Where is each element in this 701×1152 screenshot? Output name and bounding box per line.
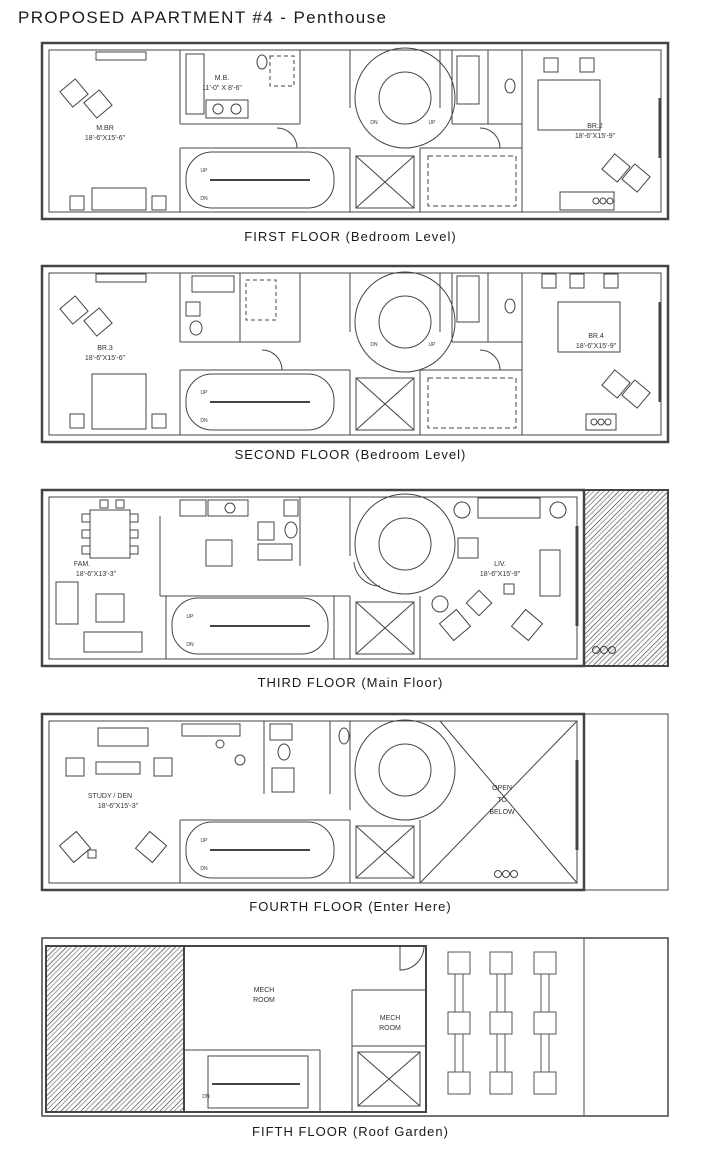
stair-label: DN	[200, 196, 208, 202]
room-name: BR.4	[588, 333, 604, 340]
stair-label: UP	[429, 120, 437, 126]
floor-caption: FOURTH FLOOR (Enter Here)	[249, 899, 452, 914]
third-floor-plan: FAM. 18'-6"X13'-3" LIV. 18'-6"X15'-9" UP…	[40, 488, 669, 668]
open-label: OPEN	[492, 785, 512, 792]
stair-label: UP	[429, 342, 437, 348]
outer-wall	[40, 264, 670, 444]
stair-label: DN	[202, 1094, 210, 1100]
fifth-floor-plan: MECH ROOM MECH ROOM DN	[41, 937, 669, 1117]
room-size: ROOM	[253, 997, 275, 1004]
open-label: TO	[497, 797, 507, 804]
stair-label: UP	[201, 390, 209, 396]
stair-label: DN	[186, 642, 194, 648]
stair-label: DN	[200, 866, 208, 872]
room-name: M.BR	[96, 125, 114, 132]
floor-caption: SECOND FLOOR (Bedroom Level)	[234, 447, 467, 462]
room-name: BR.3	[97, 345, 113, 352]
room-name: M.B.	[215, 75, 229, 82]
second-floor-plan: BR.3 18'-6"X15'-6" BR.4 18'-6"X15'-9" UP…	[40, 264, 670, 444]
stair-label: DN	[200, 418, 208, 424]
room-name: STUDY / DEN	[88, 793, 132, 800]
room-name: BR.2	[587, 123, 603, 130]
first-floor-plan: M.BR 18'-6"X15'-6" M.B. 11'-0" X 8'-6" B…	[40, 41, 670, 221]
room-size: 18'-6"X15'-6"	[85, 355, 126, 362]
room-size: 18'-6"X15'-9"	[480, 571, 521, 578]
room-size: 18'-6"X15'-6"	[85, 135, 126, 142]
outer-wall	[40, 41, 670, 221]
room-name: LIV.	[494, 561, 506, 568]
roof-terrace	[45, 945, 185, 1113]
room-size: ROOM	[379, 1025, 401, 1032]
stair-label: DN	[370, 120, 378, 126]
stair-label: UP	[187, 614, 195, 620]
stair-label: UP	[201, 168, 209, 174]
stair-label: DN	[370, 342, 378, 348]
open-label: BELOW	[489, 809, 515, 816]
outer-wall	[40, 488, 586, 668]
floor-caption: FIRST FLOOR (Bedroom Level)	[244, 229, 457, 244]
page-title: PROPOSED APARTMENT #4 - Penthouse	[18, 8, 388, 27]
room-name: MECH	[380, 1015, 401, 1022]
room-name: MECH	[254, 987, 275, 994]
room-size: 18'-6"X15'-9"	[576, 343, 617, 350]
fourth-floor-plan: STUDY / DEN 18'-6"X15'-3" OPEN TO BELOW …	[40, 712, 669, 892]
room-name: FAM.	[74, 561, 90, 568]
stair-label: UP	[201, 838, 209, 844]
outer-wall	[41, 937, 669, 1117]
room-size: 11'-0" X 8'-6"	[202, 85, 242, 92]
floor-caption: THIRD FLOOR (Main Floor)	[257, 675, 444, 690]
room-size: 18'-6"X15'-9"	[575, 133, 616, 140]
floor-caption: FIFTH FLOOR (Roof Garden)	[252, 1124, 449, 1139]
room-size: 18'-6"X13'-3"	[76, 571, 117, 578]
room-size: 18'-6"X15'-3"	[98, 803, 139, 810]
roof-terrace	[583, 489, 669, 667]
